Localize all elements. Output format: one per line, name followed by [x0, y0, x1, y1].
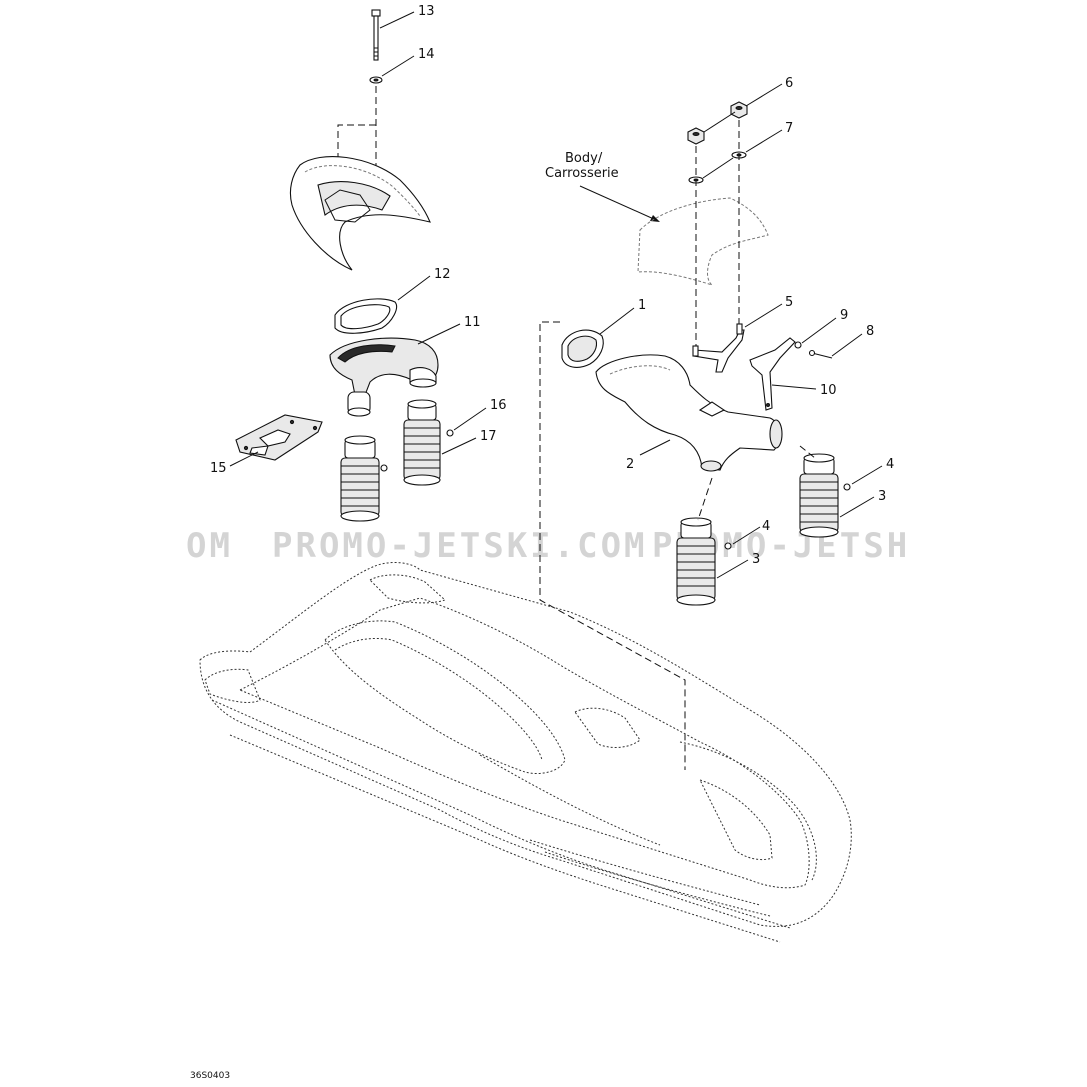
callout-13: 13	[418, 4, 435, 19]
callout-11: 11	[464, 315, 481, 330]
intake-housing-part-11	[329, 337, 439, 417]
screw-part-4	[724, 483, 851, 550]
callouts-left: 13 14 12 11 15 16 17	[210, 4, 507, 476]
bellows-left-lower	[340, 435, 380, 522]
callout-10: 10	[820, 383, 837, 398]
alignment-line	[799, 445, 816, 459]
callout-4: 4	[762, 519, 770, 534]
callout-6: 6	[785, 76, 793, 91]
callout-5: 5	[785, 295, 793, 310]
bellows-right-upper	[799, 453, 839, 538]
body-label-line1: Body/	[565, 151, 603, 166]
callout-1: 1	[638, 298, 646, 313]
callout-7: 7	[785, 121, 793, 136]
callout-8: 8	[866, 324, 874, 339]
bracket-part-5	[692, 323, 745, 373]
watermark-left: OM	[186, 526, 233, 566]
callout-17: 17	[480, 429, 497, 444]
plate-part-15	[235, 414, 323, 461]
gasket-part-12	[334, 298, 398, 334]
bracket-part-10	[749, 337, 796, 411]
callout-3: 3	[752, 552, 760, 567]
callout-3: 3	[878, 489, 886, 504]
alignment-line	[539, 321, 686, 770]
callout-15: 15	[210, 461, 227, 476]
callouts-right: 6 7 1 5 9 8 10 2 4 3 4 3	[599, 76, 894, 579]
bellows-left-upper	[403, 399, 441, 486]
intake-cover	[289, 156, 431, 271]
watercraft-hull	[199, 562, 852, 943]
callout-9: 9	[840, 308, 848, 323]
duct-part-2	[595, 354, 783, 472]
gasket-part-1	[561, 329, 604, 368]
callout-4: 4	[886, 457, 894, 472]
arrow-head	[650, 215, 660, 222]
reference-code: 36S0403	[190, 1071, 230, 1081]
screw-part-9	[794, 341, 802, 349]
body-label: Body/ Carrosserie	[545, 151, 660, 222]
body-section	[637, 197, 769, 286]
washer-part-14	[369, 76, 383, 84]
callout-14: 14	[418, 47, 435, 62]
washer-part-7	[688, 151, 747, 184]
callout-2: 2	[626, 457, 634, 472]
screw-part-17	[380, 464, 388, 472]
alignment-line	[697, 477, 713, 521]
bellows-right-lower	[676, 517, 716, 606]
watermark-center: PROMO-JETSKI.COM	[272, 526, 648, 566]
screw-part-16	[446, 429, 454, 437]
pin-part-8	[808, 349, 833, 359]
callout-12: 12	[434, 267, 451, 282]
body-label-line2: Carrosserie	[545, 166, 619, 181]
alignment-line	[337, 124, 376, 165]
bolt-part-13	[371, 9, 381, 61]
callout-16: 16	[490, 398, 507, 413]
